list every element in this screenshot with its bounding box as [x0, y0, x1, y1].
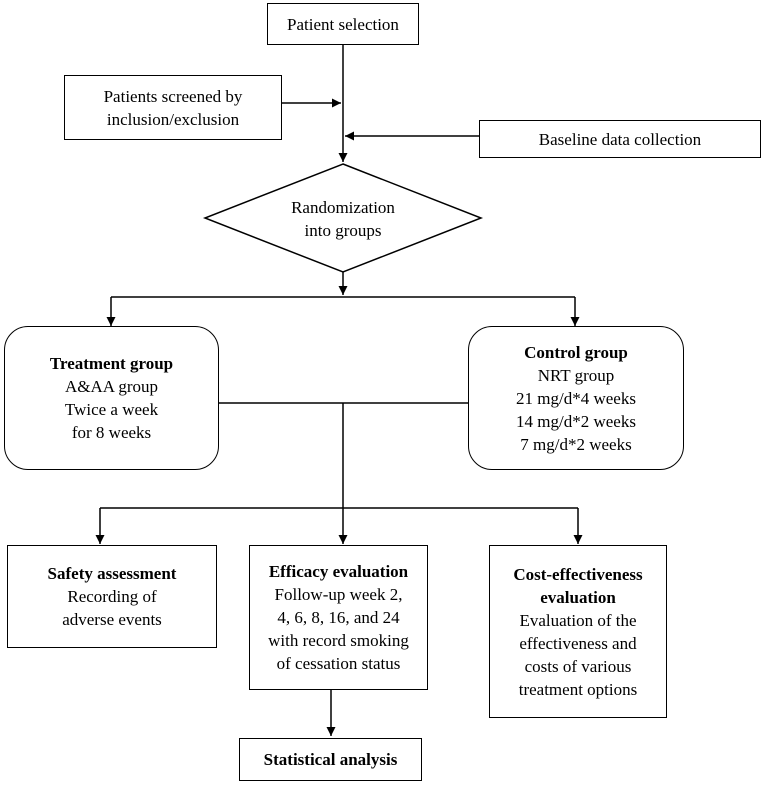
efficacy-line-4: of cessation status — [276, 654, 401, 673]
cost-line-4: treatment options — [518, 679, 638, 699]
control-group-box: Control group NRT group 21 mg/d*4 weeks … — [468, 326, 684, 470]
efficacy-evaluation-box: Efficacy evaluation Follow-up week 2, 4,… — [249, 545, 428, 690]
control-line-1: NRT group — [537, 365, 615, 385]
cost-line-3: costs of various — [524, 656, 632, 676]
control-line-3: 14 mg/d*2 weeks — [516, 411, 636, 431]
safety-line-2: adverse events — [62, 610, 162, 629]
randomization-diamond — [202, 163, 484, 273]
control-group-title: Control group — [524, 342, 628, 362]
treatment-group-title: Treatment group — [49, 354, 174, 373]
treatment-line-2: Twice a week — [64, 400, 159, 419]
treatment-line-3: for 8 weeks — [71, 423, 152, 442]
patient-selection-box: Patient selection — [267, 3, 419, 45]
treatment-line-1: A&AA group — [64, 377, 159, 396]
screened-line-2: inclusion/exclusion — [106, 109, 240, 129]
statistical-label: Statistical analysis — [263, 750, 398, 769]
baseline-label: Baseline data collection — [538, 129, 702, 149]
statistical-analysis-box: Statistical analysis — [239, 738, 422, 781]
randomization-text: Randomization into groups — [255, 196, 431, 242]
screened-box: Patients screened by inclusion/exclusion — [64, 75, 282, 140]
efficacy-line-2: 4, 6, 8, 16, and 24 — [277, 608, 400, 627]
efficacy-title: Efficacy evaluation — [268, 562, 409, 581]
cost-line-1: Evaluation of the — [519, 610, 637, 630]
efficacy-line-1: Follow-up week 2, — [274, 585, 403, 604]
cost-title-line-1: Cost-effectiveness — [513, 564, 643, 584]
cost-title-line-2: evaluation — [540, 587, 616, 607]
cost-effectiveness-box: Cost-effectiveness evaluation Evaluation… — [489, 545, 667, 718]
cost-line-2: effectiveness and — [519, 633, 637, 653]
randomization-line-2: into groups — [304, 221, 382, 240]
screened-line-1: Patients screened by — [103, 86, 243, 106]
control-line-2: 21 mg/d*4 weeks — [516, 388, 636, 408]
treatment-group-box: Treatment group A&AA group Twice a week … — [4, 326, 219, 470]
baseline-box: Baseline data collection — [479, 120, 761, 158]
efficacy-line-3: with record smoking — [268, 631, 409, 650]
patient-selection-label: Patient selection — [287, 14, 399, 34]
safety-line-1: Recording of — [67, 587, 157, 606]
safety-assessment-box: Safety assessment Recording of adverse e… — [7, 545, 217, 648]
control-line-4: 7 mg/d*2 weeks — [520, 434, 632, 454]
safety-title: Safety assessment — [47, 564, 177, 583]
randomization-line-1: Randomization — [291, 198, 395, 217]
